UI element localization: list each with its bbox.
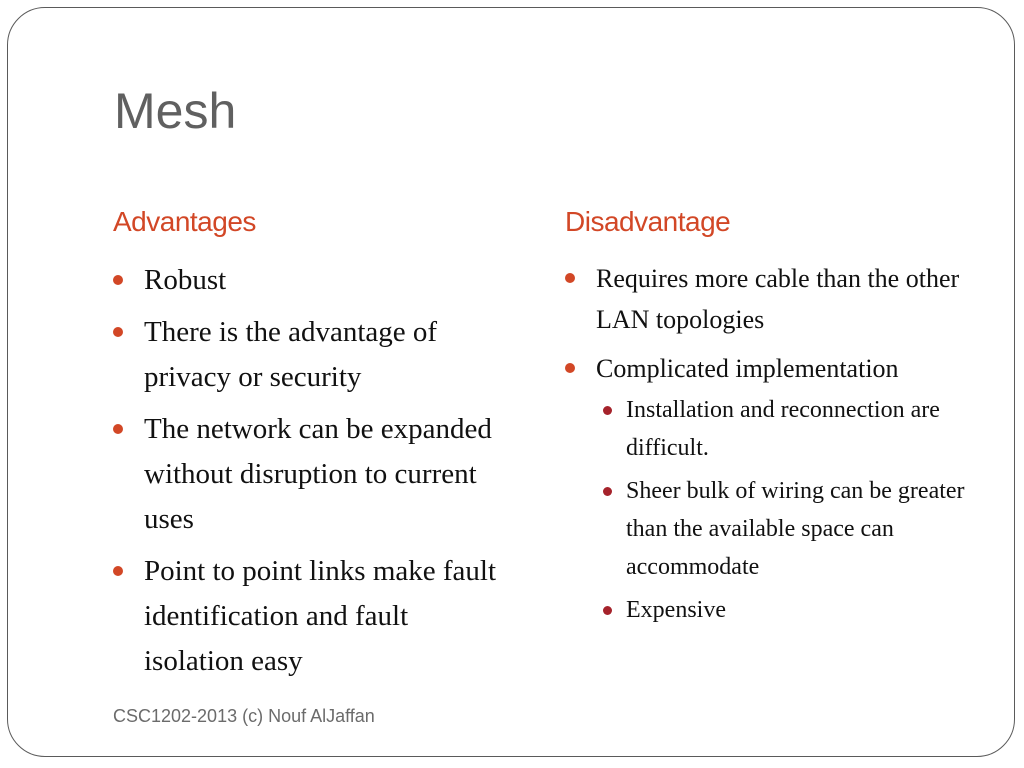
disadvantages-list: Requires more cable than the other LAN t… [565, 258, 970, 637]
bullet-text: Point to point links make fault identifi… [144, 555, 497, 677]
bullet-text: There is the advantage of privacy or sec… [144, 316, 438, 393]
sub-list-item: Expensive [596, 591, 970, 629]
bullet-text: The network can be expanded without disr… [144, 413, 492, 535]
sub-list-item: Sheer bulk of wiring can be greater than… [596, 472, 970, 586]
sub-bullet-list: Installation and reconnection are diffic… [596, 391, 970, 629]
bullet-text: Robust [144, 264, 227, 296]
sub-list-item: Installation and reconnection are diffic… [596, 391, 970, 467]
list-item: There is the advantage of privacy or sec… [113, 310, 513, 400]
slide-footer: CSC1202-2013 (c) Nouf AlJaffan [113, 706, 375, 726]
slide-frame [7, 7, 1015, 757]
sub-bullet-dot-icon [603, 406, 612, 415]
disadvantage-heading: Disadvantage [565, 206, 731, 237]
sub-bullet-text: Expensive [626, 597, 726, 623]
list-item: Complicated implementation Installation … [565, 348, 970, 629]
advantages-list: Robust There is the advantage of privacy… [113, 258, 513, 691]
sub-bullet-dot-icon [603, 487, 612, 496]
bullet-dot-icon [113, 566, 123, 576]
bullet-dot-icon [113, 424, 123, 434]
sub-bullet-dot-icon [603, 606, 612, 615]
bullet-text: Complicated implementation [596, 354, 899, 383]
list-item: Robust [113, 258, 513, 303]
list-item: Point to point links make fault identifi… [113, 549, 513, 684]
bullet-dot-icon [565, 363, 575, 373]
sub-bullet-text: Installation and reconnection are diffic… [626, 397, 940, 461]
bullet-text: Requires more cable than the other LAN t… [596, 264, 960, 334]
list-item: The network can be expanded without disr… [113, 407, 513, 542]
bullet-dot-icon [565, 273, 575, 283]
sub-bullet-text: Sheer bulk of wiring can be greater than… [626, 478, 965, 580]
advantages-heading: Advantages [113, 206, 256, 237]
slide-title: Mesh [114, 83, 237, 139]
bullet-dot-icon [113, 327, 123, 337]
bullet-dot-icon [113, 275, 123, 285]
list-item: Requires more cable than the other LAN t… [565, 258, 970, 340]
